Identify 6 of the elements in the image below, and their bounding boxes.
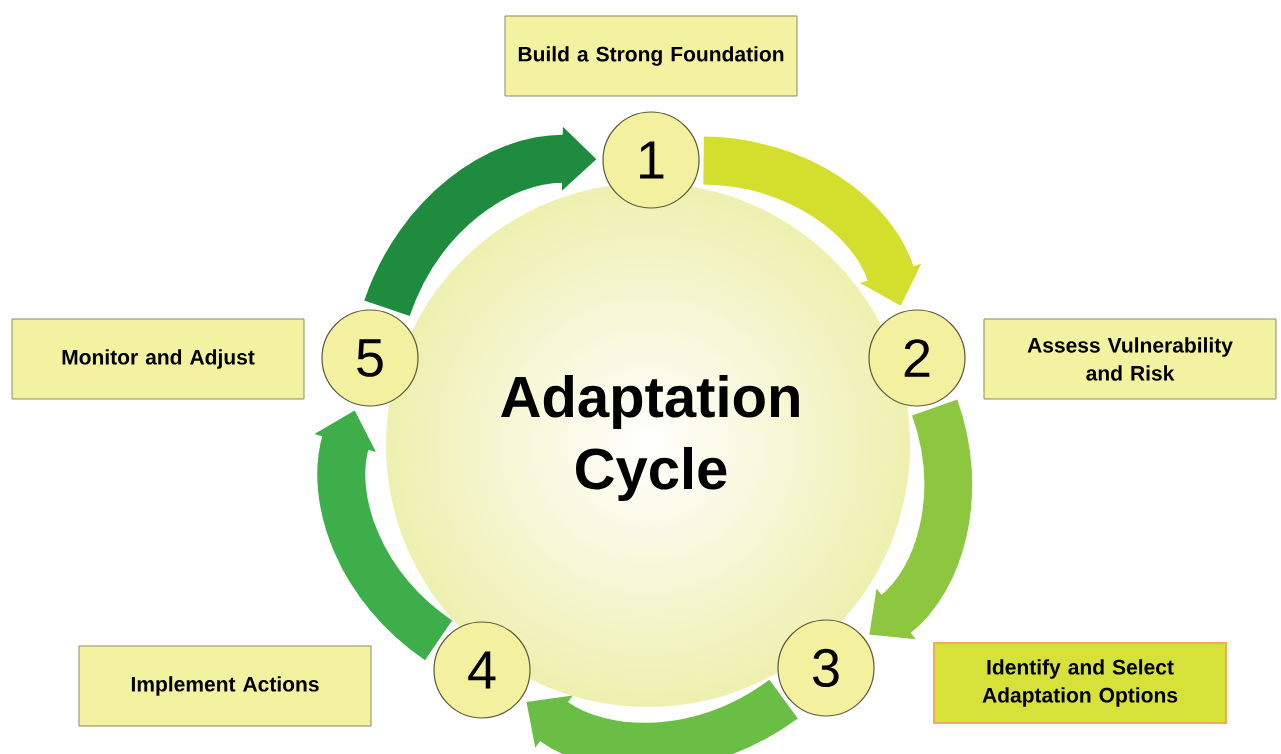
title: Adaptation Cycle: [501, 374, 799, 501]
step-box: Monitor and Adjust: [11, 318, 305, 400]
step-box: Assess Vulnerability and Risk: [983, 318, 1277, 400]
step-box: Identify and Select Adaptation Options: [933, 642, 1227, 724]
step-box: Build a Strong Foundation: [504, 15, 798, 97]
step-box: Implement Actions: [78, 645, 372, 727]
